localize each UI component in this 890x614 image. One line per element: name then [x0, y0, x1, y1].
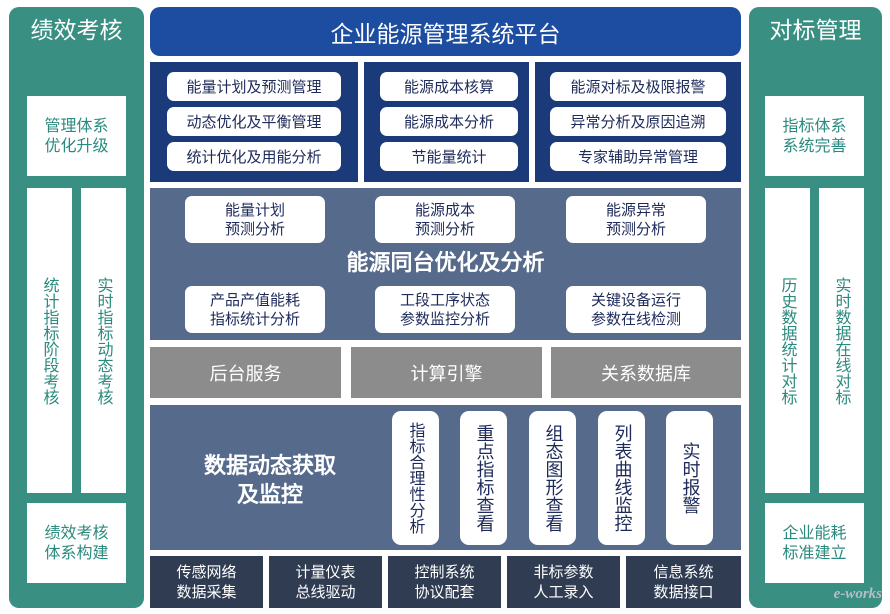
module-item: 专家辅助异常管理 — [550, 142, 726, 171]
right-vertical-box-2: 实时数据在线对标 — [819, 188, 864, 493]
acquisition-item: 指标合理性分析 — [392, 411, 439, 545]
service-relational-db: 关系数据库 — [551, 347, 741, 398]
right-panel-title: 对标管理 — [769, 18, 862, 44]
left-panel-title: 绩效考核 — [30, 18, 123, 44]
left-vertical-box-2: 实时指标动态考核 — [81, 188, 126, 493]
acquisition-item-label: 实时报警 — [679, 442, 701, 514]
analysis-item: 工段工序状态 参数监控分析 — [375, 286, 515, 333]
module-item: 异常分析及原因追溯 — [550, 107, 726, 136]
acquisition-item-label: 列表曲线监控 — [611, 424, 633, 532]
module-item: 动态优化及平衡管理 — [167, 107, 341, 136]
module-item: 能量计划及预测管理 — [167, 72, 341, 101]
source-info-interface: 信息系统 数据接口 — [626, 556, 741, 608]
acquisition-item: 组态图形查看 — [529, 411, 576, 545]
acquisition-title: 数据动态获取 及监控 — [203, 454, 336, 508]
acquisition-item: 重点指标查看 — [460, 411, 507, 545]
acquisition-item-label: 重点指标查看 — [473, 424, 495, 532]
source-manual-entry: 非标参数 人工录入 — [507, 556, 620, 608]
left-vertical-label-1: 统计指标阶段考核 — [40, 276, 60, 405]
watermark-logo: e-works — [833, 586, 882, 602]
right-vertical-label-2: 实时数据在线对标 — [832, 276, 852, 405]
service-compute-engine: 计算引擎 — [351, 347, 542, 398]
left-top-box: 管理体系 优化升级 — [27, 96, 126, 176]
analysis-title: 能源同台优化及分析 — [346, 251, 545, 276]
right-bottom-box: 企业能耗 标准建立 — [765, 503, 864, 583]
acquisition-item-label: 指标合理性分析 — [406, 422, 426, 534]
module-item: 统计优化及用能分析 — [167, 142, 341, 171]
right-top-box: 指标体系 系统完善 — [765, 96, 864, 176]
analysis-item: 能量计划 预测分析 — [185, 196, 325, 243]
source-sensor-network: 传感网络 数据采集 — [150, 556, 263, 608]
module-item: 节能量统计 — [380, 142, 518, 171]
platform-title: 企业能源管理系统平台 — [150, 7, 741, 56]
module-item: 能源成本分析 — [380, 107, 518, 136]
left-vertical-box-1: 统计指标阶段考核 — [27, 188, 72, 493]
right-vertical-box-1: 历史数据统计对标 — [765, 188, 810, 493]
source-meter-bus: 计量仪表 总线驱动 — [269, 556, 382, 608]
source-control-protocol: 控制系统 协议配套 — [388, 556, 501, 608]
acquisition-item: 列表曲线监控 — [598, 411, 645, 545]
acquisition-item-label: 组态图形查看 — [542, 424, 564, 532]
left-bottom-box: 绩效考核 体系构建 — [27, 503, 126, 583]
analysis-item: 能源成本 预测分析 — [375, 196, 515, 243]
acquisition-item: 实时报警 — [666, 411, 713, 545]
right-vertical-label-1: 历史数据统计对标 — [778, 276, 798, 405]
analysis-item: 关键设备运行 参数在线检测 — [566, 286, 706, 333]
left-vertical-label-2: 实时指标动态考核 — [94, 276, 114, 405]
module-item: 能源成本核算 — [380, 72, 518, 101]
service-backend: 后台服务 — [150, 347, 341, 398]
analysis-item: 能源异常 预测分析 — [566, 196, 706, 243]
analysis-item: 产品产值能耗 指标统计分析 — [185, 286, 325, 333]
module-item: 能源对标及极限报警 — [550, 72, 726, 101]
